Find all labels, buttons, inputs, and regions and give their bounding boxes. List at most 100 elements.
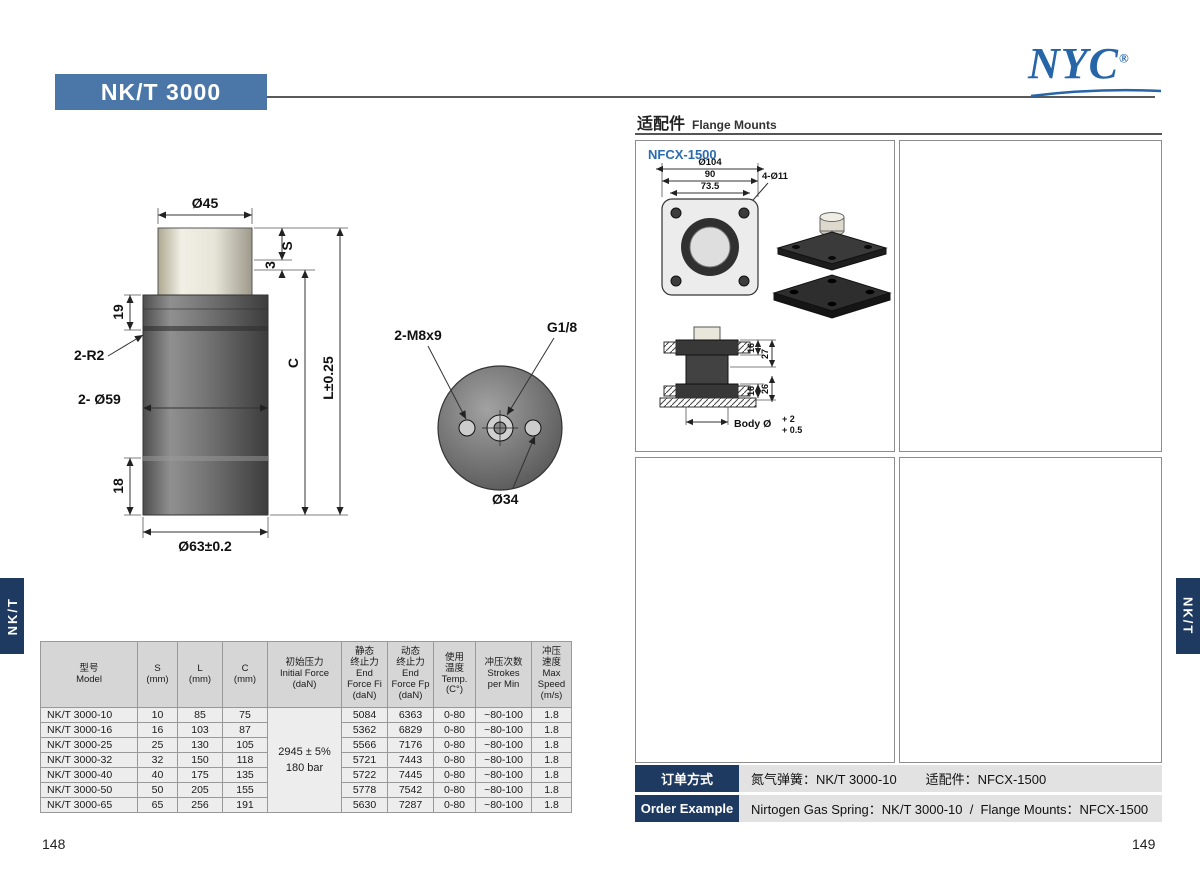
flange-empty-box-bottom-right xyxy=(899,457,1162,763)
cell-model: NK/T 3000-10 xyxy=(40,707,138,723)
flange-empty-box-top-right xyxy=(899,140,1162,452)
dim-18-label: 18 xyxy=(110,478,126,494)
cell-strokes: ~80-100 xyxy=(475,782,532,798)
flange-side-view xyxy=(659,326,757,408)
dim-c-label: C xyxy=(285,358,301,368)
cell-s: 32 xyxy=(137,752,178,768)
col-initial-force: 初始压力 Initial Force (daN) xyxy=(267,641,342,708)
cell-speed: 1.8 xyxy=(531,767,572,783)
table-row: NK/T 3000-50 50 205 155 5778 7542 0-80 ~… xyxy=(40,782,572,798)
flange-heading-cn: 适配件 xyxy=(637,116,686,133)
flange-heading-rule xyxy=(635,133,1162,135)
dim-r2-label: 2-R2 xyxy=(74,347,105,363)
flange-part-number: NFCX-1500 xyxy=(648,147,717,162)
col-strokes: 冲压次数 Strokes per Min xyxy=(475,641,532,708)
upper-groove xyxy=(143,326,268,331)
table-row: NK/T 3000-65 65 256 191 5630 7287 0-80 ~… xyxy=(40,797,572,813)
cell-s: 25 xyxy=(137,737,178,753)
cell-s: 16 xyxy=(137,722,178,738)
order-row-cn: 订单方式 氮气弹簧：NK/T 3000-10 适配件：NFCX-1500 xyxy=(635,765,1162,792)
cell-temp: 0-80 xyxy=(433,737,476,753)
order-label-cn: 订单方式 xyxy=(635,765,739,792)
side-tab-right: NK/T xyxy=(1176,578,1200,654)
table-row: NK/T 3000-25 25 130 105 5566 7176 0-80 ~… xyxy=(40,737,572,753)
cell-strokes: ~80-100 xyxy=(475,752,532,768)
cell-fp: 7287 xyxy=(387,797,434,813)
cell-speed: 1.8 xyxy=(531,707,572,723)
cell-fp: 7542 xyxy=(387,782,434,798)
table-row: NK/T 3000-16 16 103 87 5362 6829 0-80 ~8… xyxy=(40,722,572,738)
flange-body-tol-top: + 2 xyxy=(782,414,795,424)
col-l: L (mm) xyxy=(177,641,223,708)
flange-dim-27: 27 xyxy=(760,349,770,359)
cell-c: 75 xyxy=(222,707,268,723)
cell-fi: 5721 xyxy=(341,752,388,768)
logo-letters: NYC xyxy=(1028,39,1119,88)
flange-dim-73-5: 73.5 xyxy=(701,181,720,192)
cell-fi: 5630 xyxy=(341,797,388,813)
page-number-left: 148 xyxy=(42,836,66,852)
lower-groove xyxy=(143,456,268,461)
logo-swoosh xyxy=(1030,88,1162,98)
cell-temp: 0-80 xyxy=(433,752,476,768)
flange-section-heading: 适配件 Flange Mounts xyxy=(637,110,777,133)
side-tab-right-label: NK/T xyxy=(1180,596,1196,636)
table-row: NK/T 3000-10 10 85 75 2945 ± 5% 180 bar … xyxy=(40,707,572,813)
cell-temp: 0-80 xyxy=(433,767,476,783)
col-c: C (mm) xyxy=(222,641,268,708)
nyc-logo: NYC® xyxy=(1028,42,1164,104)
col-end-force-fp: 动态 终止力 End Force Fp (daN) xyxy=(387,641,434,708)
cell-s: 40 xyxy=(137,767,178,783)
cell-strokes: ~80-100 xyxy=(475,737,532,753)
cell-s: 65 xyxy=(137,797,178,813)
page-number-right: 149 xyxy=(1132,836,1156,852)
dim-34-label: Ø34 xyxy=(492,491,519,507)
col-end-force-fi: 静态 终止力 End Force Fi (daN) xyxy=(341,641,388,708)
cell-initial-force: 2945 ± 5% 180 bar xyxy=(267,707,342,813)
cell-l: 175 xyxy=(177,767,223,783)
cell-fp: 7176 xyxy=(387,737,434,753)
cell-l: 256 xyxy=(177,797,223,813)
cell-fi: 5566 xyxy=(341,737,388,753)
dim-l-label: L±0.25 xyxy=(320,356,336,400)
flange-dim-26: 26 xyxy=(760,384,770,394)
cell-fi: 5362 xyxy=(341,722,388,738)
header-rule xyxy=(267,96,1155,98)
cell-temp: 0-80 xyxy=(433,782,476,798)
cell-fp: 6363 xyxy=(387,707,434,723)
cell-fp: 6829 xyxy=(387,722,434,738)
cell-speed: 1.8 xyxy=(531,737,572,753)
flange-empty-box-bottom-left xyxy=(635,457,895,763)
gas-spring-top-view xyxy=(437,365,563,491)
col-s: S (mm) xyxy=(137,641,178,708)
order-value-en: Nirtogen Gas Spring：NK/T 3000-10 / Flang… xyxy=(739,795,1162,822)
cell-speed: 1.8 xyxy=(531,797,572,813)
cell-l: 150 xyxy=(177,752,223,768)
flange-dim-104: Ø104 xyxy=(698,157,722,168)
cell-s: 50 xyxy=(137,782,178,798)
cell-strokes: ~80-100 xyxy=(475,722,532,738)
page-title: NK/T 3000 xyxy=(100,78,222,105)
cell-temp: 0-80 xyxy=(433,722,476,738)
cell-fp: 7443 xyxy=(387,752,434,768)
flange-dim-90: 90 xyxy=(705,169,716,180)
side-tab-left: NK/T xyxy=(0,578,24,654)
dim-g18-label: G1/8 xyxy=(547,319,578,335)
cell-speed: 1.8 xyxy=(531,752,572,768)
flange-dim-4x11: 4-Ø11 xyxy=(762,171,789,182)
cell-strokes: ~80-100 xyxy=(475,707,532,723)
flange-isometric-view xyxy=(772,212,892,319)
flange-heading-en: Flange Mounts xyxy=(692,118,777,132)
page-title-block: NK/T 3000 xyxy=(55,74,267,110)
dim-59-label: 2- Ø59 xyxy=(78,391,121,407)
cell-model: NK/T 3000-50 xyxy=(40,782,138,798)
flange-dim-16-lower: 16 xyxy=(746,386,756,396)
piston-rod xyxy=(157,227,253,296)
col-model: 型号 Model xyxy=(40,641,138,708)
cell-l: 130 xyxy=(177,737,223,753)
cell-fp: 7445 xyxy=(387,767,434,783)
flange-drawing-box: NFCX-1500 Ø104 90 73.5 4-Ø11 xyxy=(635,140,895,452)
order-section: 订单方式 氮气弹簧：NK/T 3000-10 适配件：NFCX-1500 Ord… xyxy=(635,765,1162,822)
dim-63-label: Ø63±0.2 xyxy=(178,538,232,554)
gas-spring-front-view xyxy=(142,227,269,516)
